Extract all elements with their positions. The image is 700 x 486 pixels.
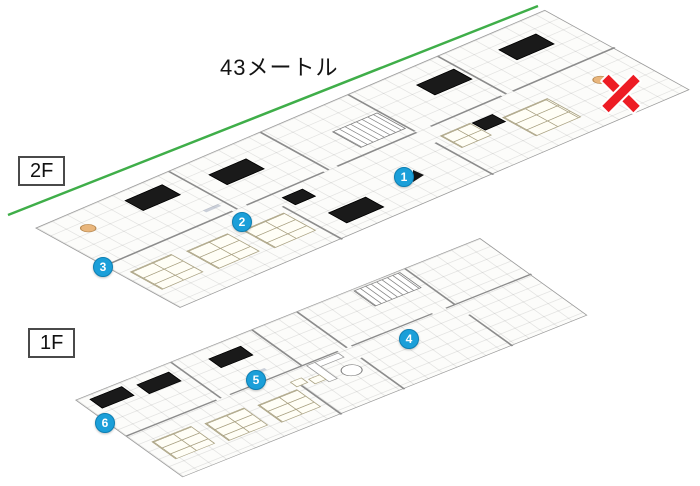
wall: [296, 311, 348, 349]
marker-1: 1: [394, 167, 414, 187]
wall: [350, 313, 434, 347]
floor-2f-plan: [35, 9, 690, 308]
triangle-arrow-icon: [413, 170, 424, 182]
wall: [125, 399, 218, 437]
stairs-block: [353, 272, 422, 307]
table-grid: [501, 98, 582, 137]
round-table: [336, 362, 368, 379]
small-table: [289, 377, 309, 388]
desk: [89, 386, 135, 409]
length-label: 43メートル: [220, 55, 339, 80]
marker-5: 5: [246, 370, 266, 390]
marker-5-label: 5: [252, 373, 260, 387]
wall: [468, 314, 514, 347]
x-mark-icon: [598, 71, 644, 117]
desk: [124, 184, 181, 211]
floor-1f-label: 1F: [28, 328, 76, 358]
wall: [360, 357, 406, 390]
table-grid: [204, 407, 269, 441]
desk: [281, 188, 317, 206]
wall: [251, 329, 303, 367]
marker-2-label: 2: [238, 215, 246, 229]
table-grid: [185, 233, 260, 269]
marker-6-label: 6: [101, 416, 109, 430]
desk: [327, 196, 385, 224]
wall: [445, 273, 533, 309]
desk: [208, 158, 265, 186]
desk: [136, 371, 182, 394]
marker-4-label: 4: [405, 332, 413, 346]
stairs-block: [331, 112, 407, 148]
wall: [434, 142, 495, 176]
marker-2: 2: [232, 212, 252, 232]
table-grid: [129, 254, 204, 290]
marker-3-label: 3: [99, 260, 107, 274]
wall: [259, 131, 330, 171]
wall: [245, 171, 325, 206]
marker-6: 6: [95, 413, 115, 433]
person-dot-icon: [76, 222, 100, 234]
desk: [416, 68, 473, 96]
marker-3: 3: [93, 257, 113, 277]
desk: [498, 33, 555, 61]
desk: [208, 345, 254, 369]
table-grid: [151, 425, 216, 460]
room-microtext: [202, 204, 222, 213]
marker-4: 4: [399, 329, 419, 349]
floor-2f-label: 2F: [18, 156, 66, 186]
marker-1-label: 1: [400, 170, 408, 184]
